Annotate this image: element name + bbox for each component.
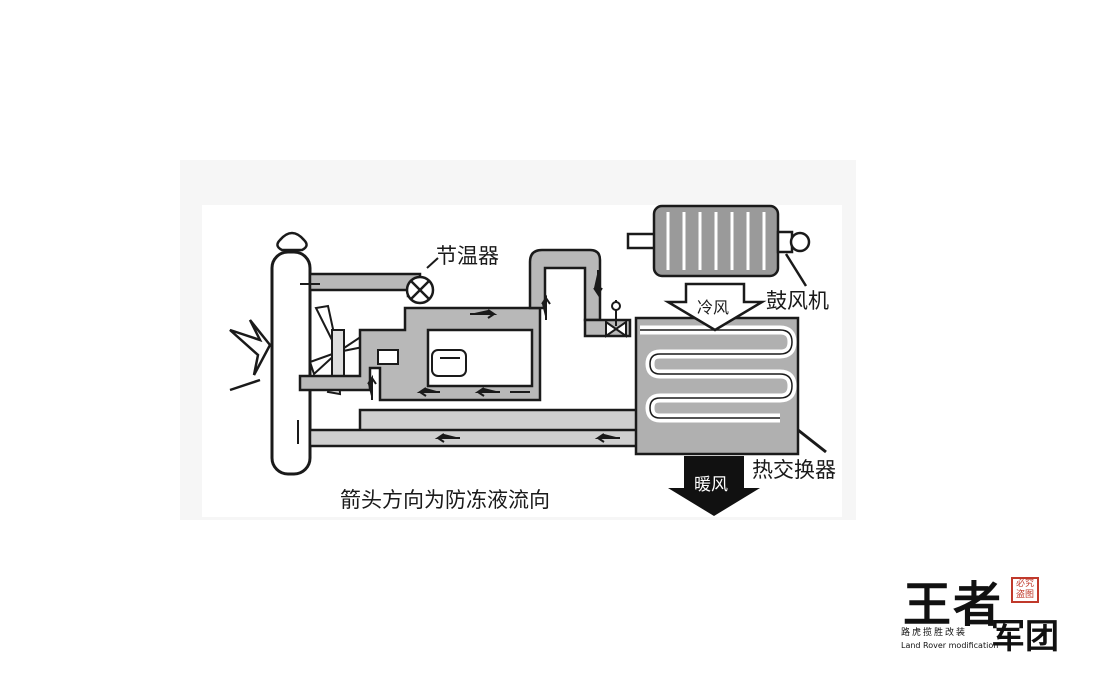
- logo-subtitle: 路虎揽胜改装: [901, 628, 968, 638]
- flow-arrow: [474, 387, 500, 397]
- heat-exchanger-label: 热交换器: [752, 458, 836, 482]
- ambient-air-arrow-icon: [229, 319, 272, 392]
- diagram-caption: 箭头方向为防冻液流向: [340, 488, 550, 512]
- heat-exchanger-core: [634, 316, 800, 456]
- flow-arrow: [594, 433, 620, 443]
- logo-seal: 必究盗图: [1011, 577, 1039, 603]
- cooling-fan: [308, 304, 370, 396]
- logo-title-2: 军团: [991, 617, 1059, 657]
- heat-exchanger-coil-outline: [640, 329, 793, 419]
- blower-label: 鼓风机: [766, 289, 829, 313]
- flow-arrow: [541, 294, 551, 320]
- thermostat-label: 节温器: [436, 244, 499, 268]
- flow-arrow: [470, 309, 498, 319]
- warm-air-label: 暖风: [694, 475, 728, 495]
- cold-air-label: 冷风: [697, 298, 730, 317]
- heat-exchanger-pointer: [797, 428, 827, 454]
- logo-title: 王者: [903, 577, 1004, 633]
- cold-air-arrow-icon: [663, 282, 767, 332]
- flow-arrow: [367, 374, 377, 400]
- flow-arrow: [416, 387, 440, 397]
- return-pipe: [308, 408, 642, 448]
- radiator: [270, 250, 312, 476]
- brand-logo: 王者 必究盗图 军团 路虎揽胜改装 Land Rover modificatio…: [895, 565, 1085, 665]
- heater-control-valve-icon: [605, 300, 627, 338]
- flow-arrow: [593, 270, 603, 298]
- blower-motor: [626, 204, 811, 287]
- thermostat-valve-icon: [405, 257, 439, 305]
- warm-air-arrow-icon: [668, 456, 760, 516]
- flow-arrows: [297, 270, 620, 444]
- water-pump: [377, 349, 467, 377]
- logo-english: Land Rover modification: [901, 641, 999, 650]
- flow-arrow: [434, 433, 460, 443]
- radiator-cap-icon: [276, 231, 308, 252]
